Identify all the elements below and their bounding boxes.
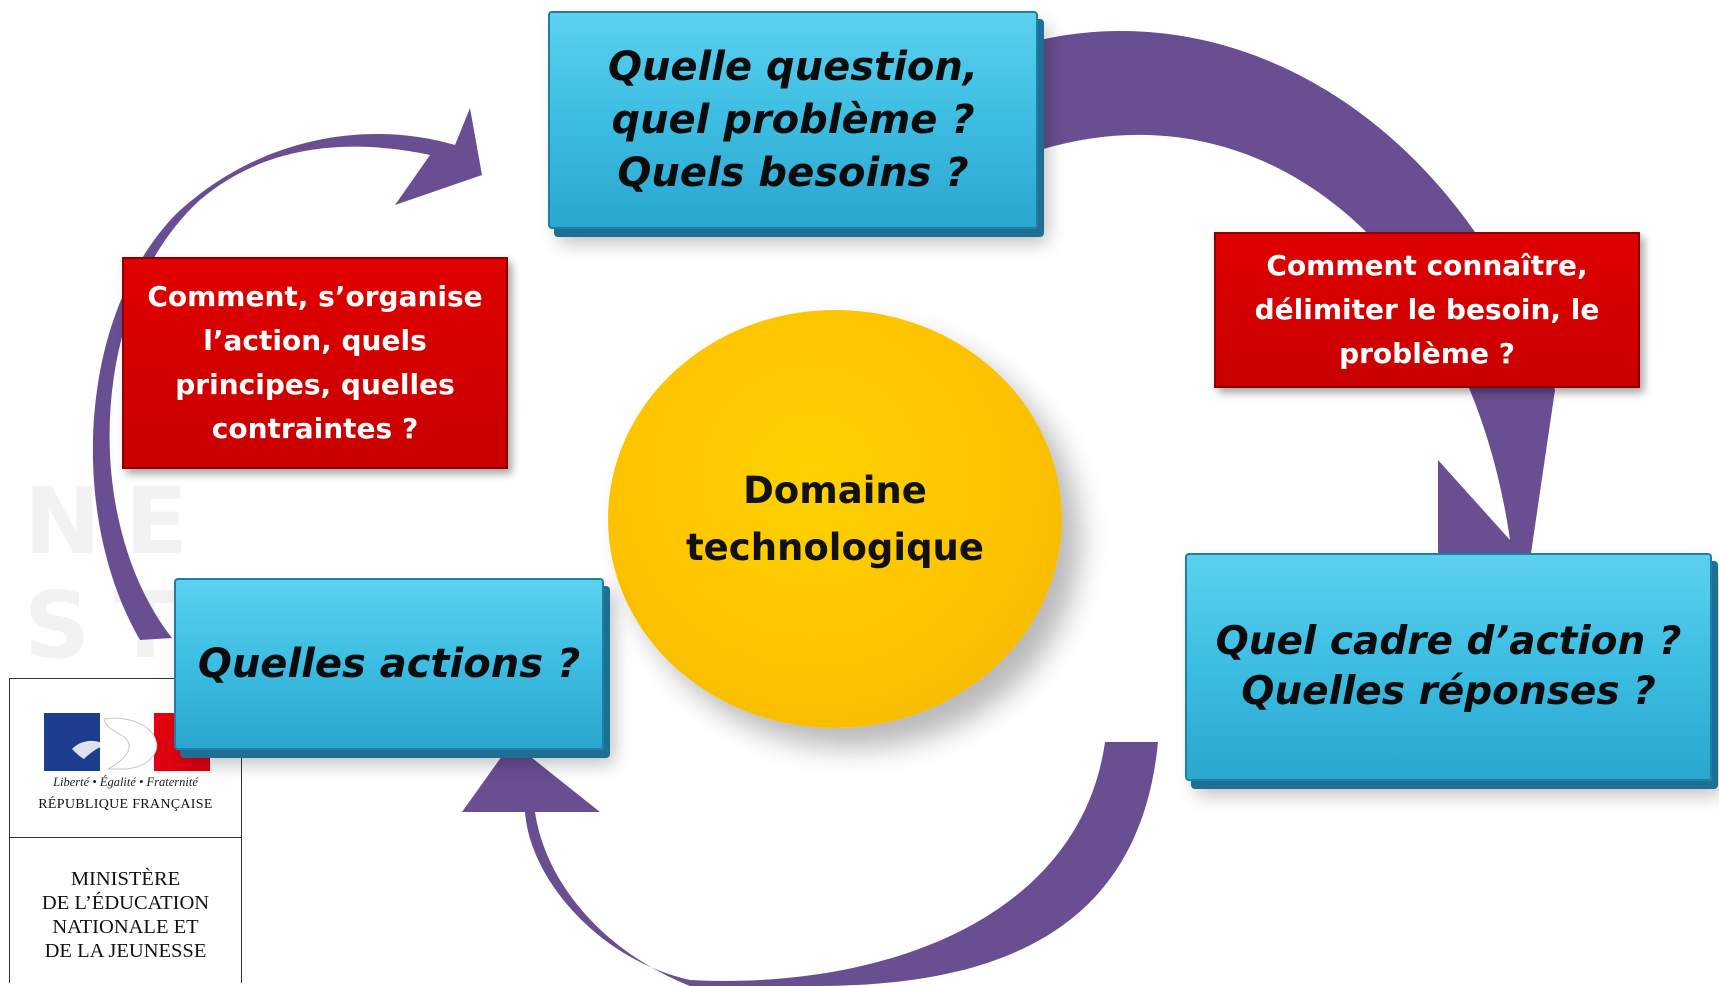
marianne-flag-icon — [44, 713, 210, 771]
arrow-bottom — [462, 742, 1158, 986]
box-action-framework: Quel cadre d’action ? Quelles réponses ? — [1185, 553, 1712, 781]
question-define-need-text: Comment connaître, délimiter le besoin, … — [1254, 249, 1600, 370]
question-organize-action: Comment, s’organise l’action, quels prin… — [122, 257, 508, 469]
logo-divider — [10, 837, 241, 838]
center-domain-label: Domaine technologique — [685, 469, 984, 569]
box-questions-problem: Quelle question, quel problème ? Quels b… — [548, 11, 1038, 229]
arrow-left — [92, 108, 483, 640]
question-define-need: Comment connaître, délimiter le besoin, … — [1214, 232, 1640, 388]
question-organize-action-text: Comment, s’organise l’action, quels prin… — [147, 280, 483, 445]
center-domain-circle: Domaine technologique — [608, 310, 1062, 728]
republic-logo: Liberté • Égalité • Fraternité RÉPUBLIQU… — [10, 679, 241, 837]
logo-republic: RÉPUBLIQUE FRANÇAISE — [38, 797, 213, 812]
box-questions-problem-text: Quelle question, quel problème ? Quels b… — [607, 43, 979, 196]
box-actions-text: Quelles actions ? — [197, 641, 581, 687]
box-actions: Quelles actions ? — [174, 578, 604, 750]
logo-motto: Liberté • Égalité • Fraternité — [53, 775, 198, 789]
logo-ministry: MINISTÈRE DE L’ÉDUCATION NATIONALE ET DE… — [41, 868, 210, 962]
box-action-framework-text: Quel cadre d’action ? Quelles réponses ? — [1215, 619, 1682, 714]
